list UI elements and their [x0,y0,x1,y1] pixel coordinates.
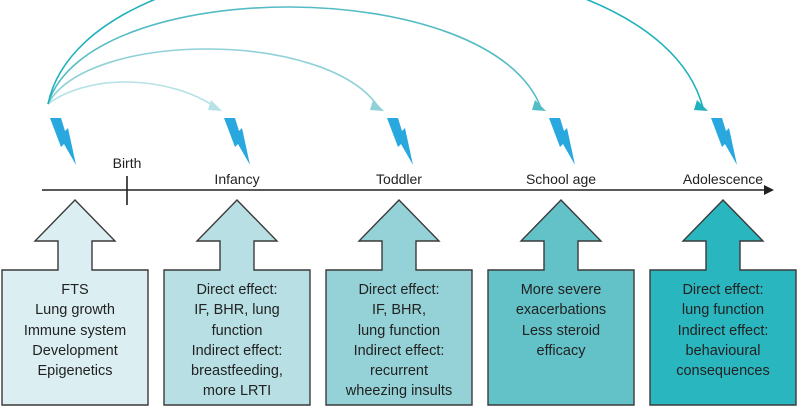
box-text-line: Less steroid [521,322,601,339]
factor-boxes [1,198,797,406]
effect-arcs [47,0,708,111]
lightning-bolt-icon [224,118,250,165]
box-text-line: More severe [520,282,602,298]
lightning-bolts [50,118,737,165]
box-text-line: Lung growth [35,302,115,319]
box-text-line: Direct effect: [682,282,764,298]
factor-arrow-box-5 [649,198,797,406]
arc-arrowhead-infancy [208,100,222,111]
arc-arrowhead-toddler [370,100,384,111]
box-text-line: Epigenetics [37,363,113,380]
box-text-line: function [211,322,263,339]
box-text-line: behavioural [685,342,761,359]
box-text-line: efficacy [536,342,586,359]
stage-label-infancy: Infancy [214,171,260,187]
factor-arrow-box-2 [163,198,311,406]
box-text-line: Immune system [23,322,127,339]
birth-label: Birth [112,155,142,171]
stage-label-adolescence: Adolescence [682,171,764,187]
box-text-line: IF, BHR, [372,302,426,319]
box-text-line: consequences [676,363,770,380]
factor-arrow-box-4 [487,198,635,406]
arc-arrowhead-school-age [532,100,546,111]
effect-arc-school-age [47,6,542,109]
box-text-line: breastfeeding, [191,363,283,380]
effect-arc-infancy [47,81,218,109]
box-text-line: Indirect effect: [353,342,445,359]
box-text-line: Direct effect: [358,282,440,298]
stage-label-toddler: Toddler [376,171,422,187]
box-text-line: recurrent [369,363,429,380]
factor-arrow-box-3 [325,198,473,406]
factor-arrow-box-1 [1,198,149,406]
box-text-line: IF, BHR, lung [194,302,280,319]
effect-arc-toddler [47,48,380,109]
lightning-bolt-icon [549,118,575,165]
box-text-line: Indirect effect: [191,342,283,359]
lightning-bolt-icon [387,118,413,165]
lightning-bolt-icon [711,118,737,165]
stage-label-school-age: School age [525,171,597,187]
effect-arc-adolescence [47,0,704,109]
box-text-line: wheezing insults [345,383,453,400]
box-text-line: Indirect effect: [677,322,769,339]
box-text-line: lung function [357,322,441,339]
lightning-bolt-icon [50,118,76,165]
box-text-line: lung function [681,302,765,319]
box-text-line: exacerbations [515,302,607,319]
box-text-line: Direct effect: [196,282,278,298]
arc-arrowhead-adolescence [694,100,708,111]
box-text-line: Development [32,342,118,359]
box-text-line: more LRTI [202,383,272,400]
box-text-line: FTS [61,282,89,298]
